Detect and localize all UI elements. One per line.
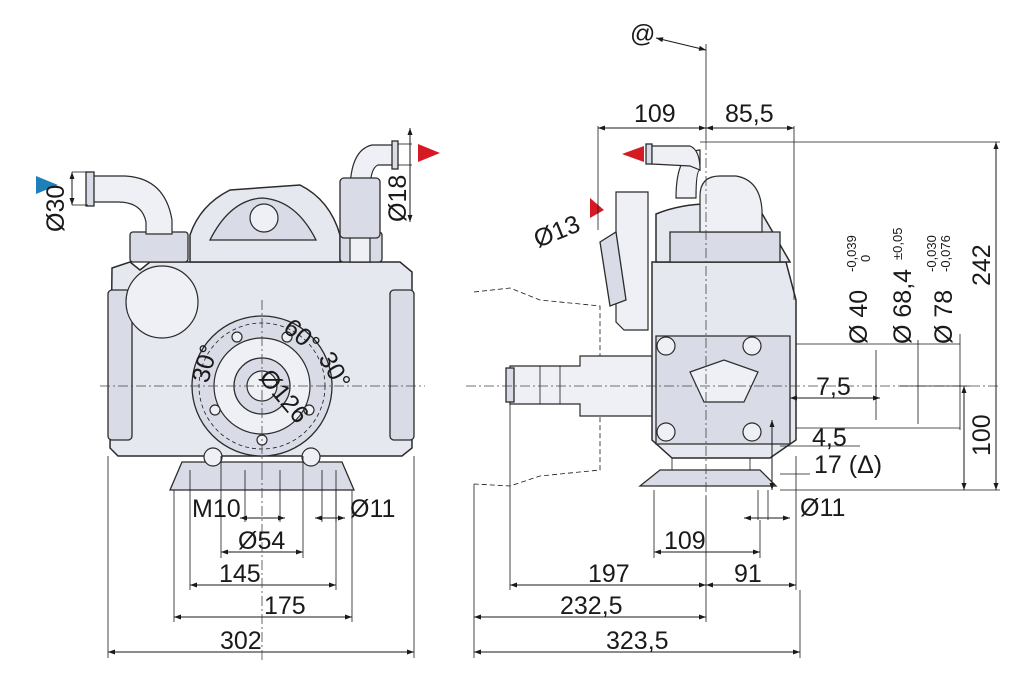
dimension-arrowhead [315, 515, 322, 521]
dimension-arrowhead [769, 420, 775, 427]
dimension-arrowhead [474, 614, 481, 620]
pilot-78-tol-lower: -0,076 [938, 235, 953, 272]
dimension-arrowhead [329, 582, 336, 588]
dimension-arrowhead [345, 614, 352, 620]
front-view-pump [85, 140, 425, 491]
height-overall-label: 242 [968, 244, 996, 286]
dimension-arrowhead [190, 582, 197, 588]
dimension-arrowhead [174, 614, 181, 620]
dimension-arrowhead [407, 128, 413, 135]
dimension-arrowhead [69, 172, 75, 179]
foot-spacing-label: 109 [664, 527, 706, 555]
length-197-label: 197 [588, 560, 630, 588]
inlet-diameter-label: Ø30 [42, 185, 70, 232]
dimension-arrowhead [656, 37, 664, 43]
dimension-arrowhead [706, 125, 713, 131]
shaft-height-label: 100 [968, 414, 996, 456]
pilot-78-label: Ø 78 [930, 290, 958, 344]
pilot-78-tol-upper: -0,030 [924, 235, 939, 272]
dimension-arrowhead [598, 125, 605, 131]
dimension-arrowhead [407, 215, 413, 222]
length-overall-label: 323,5 [606, 627, 669, 655]
pilot-684-tol: ±0,05 [890, 228, 905, 260]
inlet-arrow-icon [36, 176, 58, 194]
shaft-40-label: Ø 40 [845, 290, 873, 344]
dimension-arrowhead [789, 582, 796, 588]
hub-diameter-label: Ø54 [238, 527, 285, 555]
dimension-arrowhead [510, 582, 517, 588]
dimension-arrowhead [407, 649, 414, 655]
dimension-arrowhead [699, 125, 706, 131]
dimension-arrowhead [474, 649, 481, 655]
dimension-arrowhead [69, 198, 75, 205]
dimension-arrowhead [753, 549, 760, 555]
dimension-arrowhead [769, 483, 775, 490]
foot-hole-label: Ø11 [800, 494, 845, 522]
hole-diameter-label: Ø11 [350, 495, 395, 523]
dim-45-label: 4,5 [812, 424, 847, 452]
dimension-arrowhead [698, 45, 706, 51]
side-outlet-arrow-icon [622, 146, 644, 162]
overall-width-label: 302 [220, 627, 262, 655]
dimension-arrowhead [296, 549, 303, 555]
side-view-pump [466, 140, 1000, 496]
dimension-arrowhead [706, 582, 713, 588]
dimension-arrowhead [873, 395, 880, 401]
shaft-40-tol-upper: -0,039 [844, 235, 859, 272]
dimension-arrowhead [961, 386, 967, 393]
dim-75-label: 7,5 [816, 373, 851, 401]
length-2325-label: 232,5 [560, 592, 623, 620]
dimension-arrowhead [108, 649, 115, 655]
dimension-arrowhead [793, 649, 800, 655]
side-dimensions [473, 37, 1000, 658]
dimension-arrowhead [961, 483, 967, 490]
dimension-arrowhead [654, 549, 661, 555]
length-91-label: 91 [734, 560, 762, 588]
dimension-arrowhead [993, 142, 999, 149]
dimension-arrowhead [783, 515, 790, 521]
pilot-684-label: Ø 68,4 [889, 269, 917, 344]
dimension-arrowhead [699, 614, 706, 620]
dimension-arrowhead [993, 483, 999, 490]
outlet-arrow-icon [418, 144, 440, 162]
top-right-dimension: 85,5 [725, 100, 774, 128]
dimension-arrowhead [338, 515, 345, 521]
small-outlet-label: Ø13 [530, 210, 584, 254]
shaft-40-tol-lower: 0 [858, 255, 873, 262]
front-dimensions [71, 128, 415, 660]
dimension-arrowhead [787, 125, 794, 131]
thread-label: M10 [192, 495, 241, 523]
foot-width-label: 175 [264, 592, 306, 620]
side-small-outlet-arrow-icon [590, 198, 604, 218]
dimension-arrowhead [790, 395, 797, 401]
reference-mark: @ [630, 20, 655, 48]
dim-17-label: 17 (Δ) [814, 451, 882, 479]
top-left-dimension: 109 [634, 100, 676, 128]
dimension-arrowhead [699, 582, 706, 588]
dimension-arrowhead [744, 515, 751, 521]
dimension-arrowhead [278, 515, 285, 521]
outlet-diameter-label: Ø18 [384, 175, 412, 222]
dimension-arrowhead [240, 515, 247, 521]
bolt-spacing-label: 145 [219, 560, 261, 588]
dimension-arrowhead [221, 549, 228, 555]
